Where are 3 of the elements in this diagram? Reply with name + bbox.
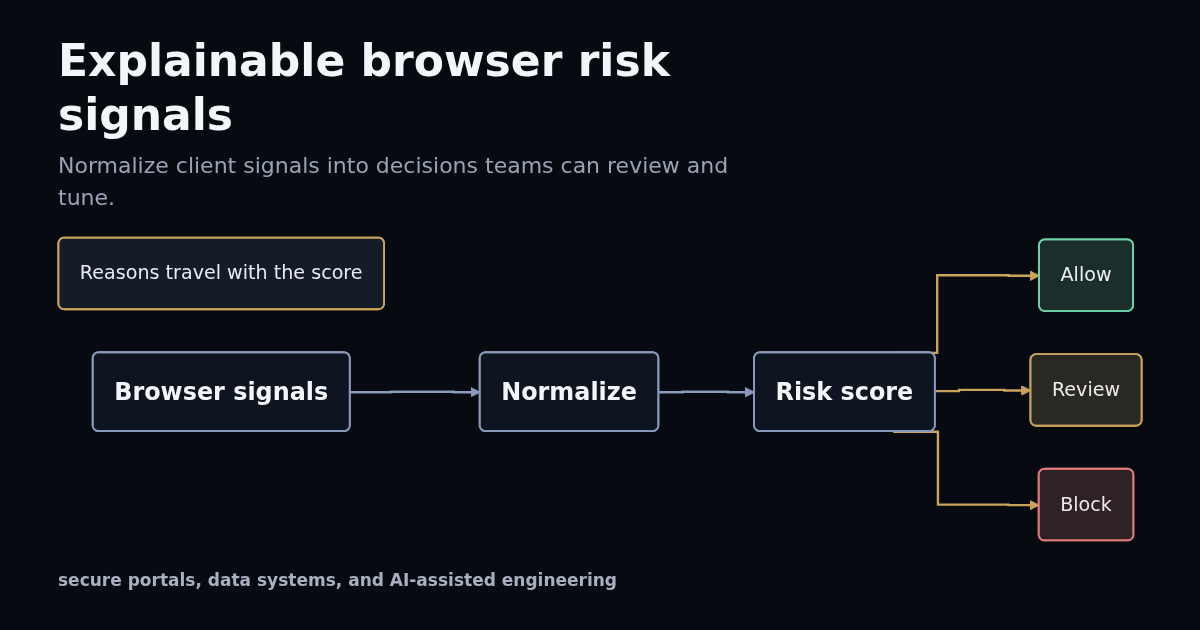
subtitle: Normalize client signals into decisions teams can review and tune.: [58, 152, 730, 212]
footer-text: secure portals, data systems, and AI-assisted engineering: [58, 570, 618, 590]
title: Explainable browser risk signals: [58, 34, 672, 142]
